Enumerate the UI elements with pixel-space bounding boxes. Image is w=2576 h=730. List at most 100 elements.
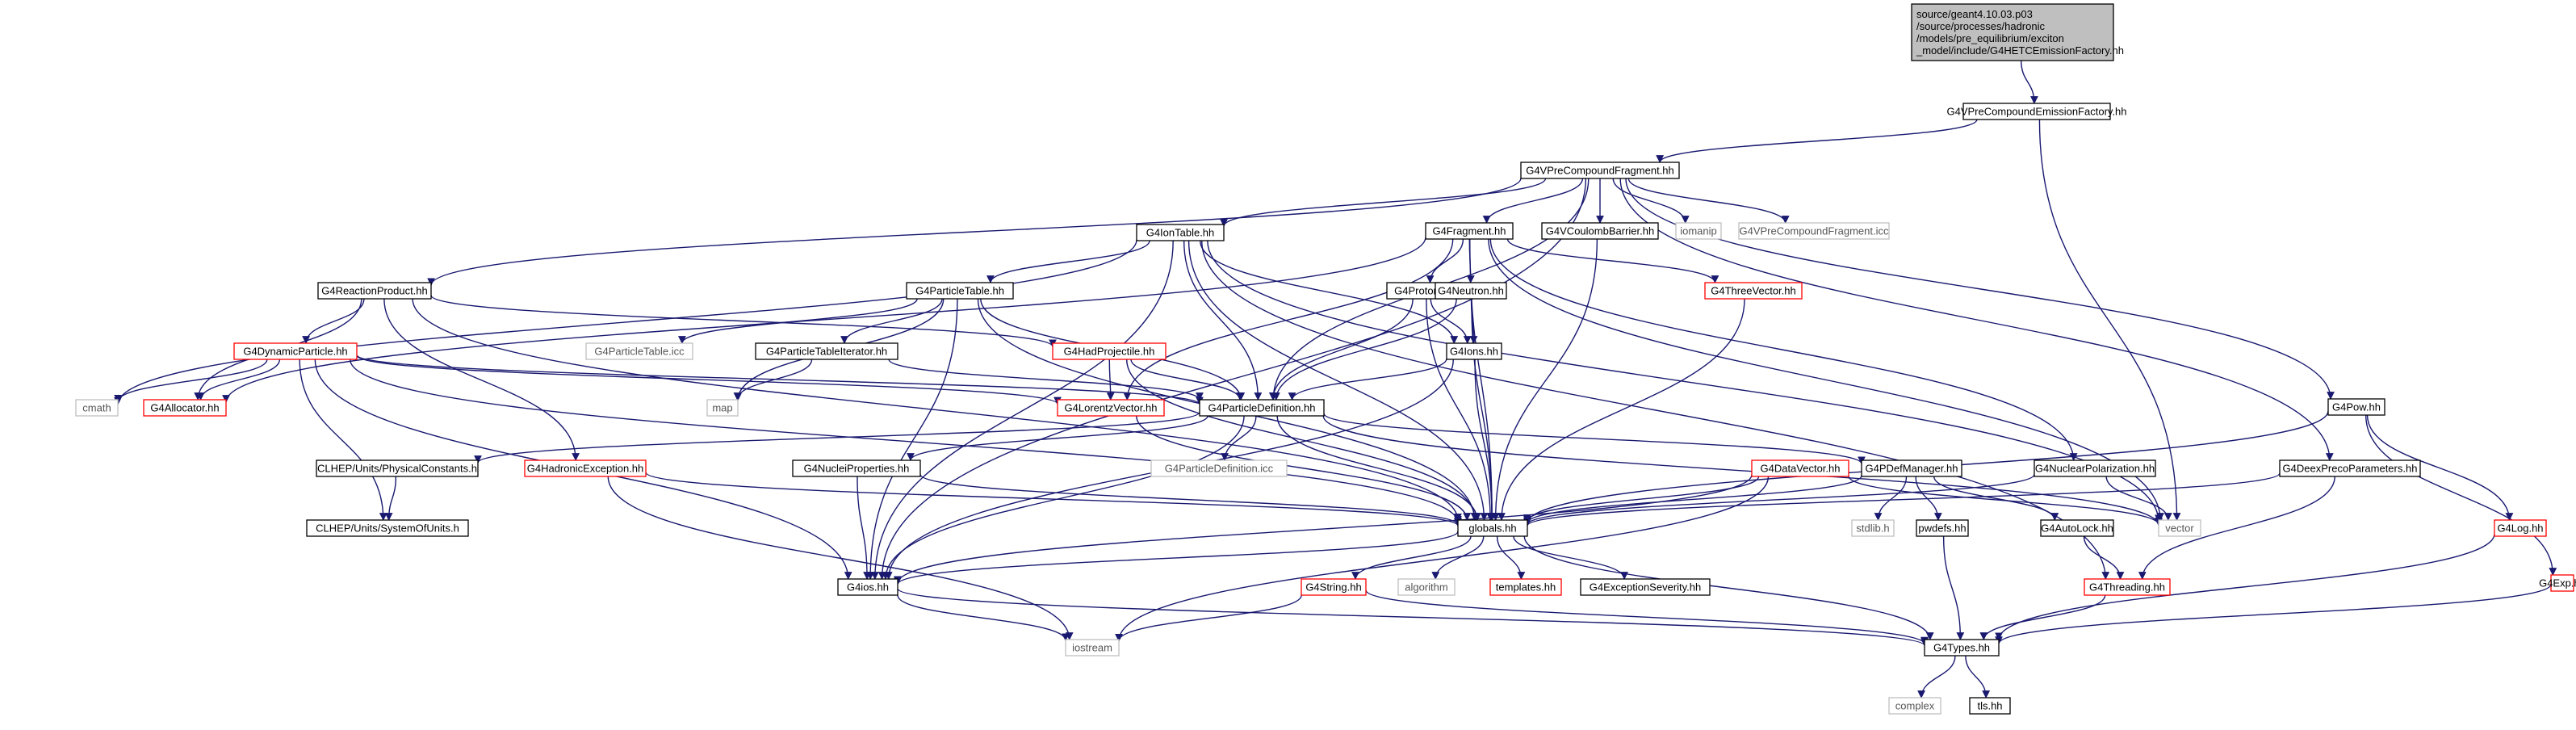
edge-pcf-to-fragment (1482, 178, 1584, 224)
file-node-pdefman[interactable]: G4PDefManager.hh (1861, 459, 1962, 477)
edge-pdef-to-vector (1322, 415, 2163, 527)
file-node-log[interactable]: G4Log.hh (2494, 519, 2547, 537)
file-nodes: source/geant4.10.03.p03/source/processes… (75, 3, 2576, 715)
file-node-ptable[interactable]: G4ParticleTable.hh (906, 282, 1014, 300)
file-node-coulomb[interactable]: G4VCoulombBarrier.hh (1541, 222, 1659, 240)
file-node-types[interactable]: G4Types.hh (1924, 639, 2000, 657)
edge-fragment-to-allocator (222, 237, 1426, 403)
file-node-complex: complex (1888, 697, 1941, 715)
edge-pwdefs-to-types (1942, 535, 1965, 640)
file-node-excsev[interactable]: G4ExceptionSeverity.hh (1580, 578, 1711, 596)
node-box (706, 399, 739, 417)
file-node-dynpart[interactable]: G4DynamicParticle.hh (233, 342, 358, 360)
node-label: G4Pow.hh (2332, 401, 2381, 413)
node-label: G4NucleiProperties.hh (804, 463, 910, 475)
edge-hadproj-to-globals (1125, 359, 1480, 521)
file-node-templates[interactable]: templates.hh (1489, 578, 1562, 596)
file-node-g4ios[interactable]: G4ios.hh (837, 578, 898, 596)
edge-proton-to-pdef (1268, 298, 1414, 401)
edge-hadproj-to-pdef (1130, 359, 1244, 401)
file-node-root[interactable]: source/geant4.10.03.p03/source/processes… (1911, 3, 2124, 61)
node-label: G4Neutron.hh (1438, 285, 1504, 297)
edge-threading-to-types (1979, 594, 2106, 640)
node-label: CLHEP/Units/PhysicalConstants.h (317, 463, 477, 475)
edge-fragment-to-threevec (1506, 238, 1719, 283)
file-node-hadproj[interactable]: G4HadProjectile.hh (1052, 342, 1167, 360)
file-node-pcef[interactable]: G4VPreCompoundEmissionFactory.hh (1946, 103, 2127, 120)
file-node-neutron[interactable]: G4Neutron.hh (1435, 282, 1507, 300)
file-node-cmath: cmath (75, 399, 119, 417)
file-node-ptiter[interactable]: G4ParticleTableIterator.hh (755, 342, 898, 360)
file-node-iontable[interactable]: G4IonTable.hh (1136, 224, 1225, 241)
file-node-allocator[interactable]: G4Allocator.hh (143, 399, 227, 417)
file-node-algorithm: algorithm (1397, 578, 1456, 596)
node-box (1150, 459, 1288, 477)
edge-dynpart-to-cmath (114, 359, 268, 403)
file-node-ions[interactable]: G4Ions.hh (1446, 342, 1502, 360)
edge-iontable-to-g4ios (870, 240, 1174, 580)
node-box (1911, 3, 2114, 61)
edge-globals-to-excsev (1513, 535, 1628, 580)
file-node-reaction[interactable]: G4ReactionProduct.hh (317, 282, 432, 300)
file-node-fragment[interactable]: G4Fragment.hh (1425, 222, 1514, 240)
file-node-nucpol[interactable]: G4NuclearPolarization.hh (2034, 459, 2156, 477)
file-node-pcficc: G4VPreCompoundFragment.icc (1738, 222, 1890, 240)
file-node-lorentz[interactable]: G4LorentzVector.hh (1057, 399, 1165, 417)
file-node-nucprop[interactable]: G4NucleiProperties.hh (792, 459, 921, 477)
dependency-edges (114, 60, 2557, 699)
node-label: G4ParticleDefinition.icc (1165, 463, 1274, 475)
node-label: G4Types.hh (1933, 642, 1990, 654)
node-label: pwdefs.hh (1918, 522, 1966, 535)
file-node-hadexc[interactable]: G4HadronicException.hh (524, 459, 647, 477)
node-box (2084, 578, 2171, 596)
edge-dynpart-to-pdef (356, 354, 1204, 405)
node-box (1888, 697, 1941, 715)
edge-threevec-to-globals (1497, 298, 1745, 521)
node-box (1580, 578, 1711, 596)
file-node-deex[interactable]: G4DeexPrecoParameters.hh (2279, 459, 2421, 477)
file-node-clhepunits[interactable]: CLHEP/Units/SystemOfUnits.h (306, 519, 469, 537)
node-box (1541, 222, 1659, 240)
file-node-pwdefs[interactable]: pwdefs.hh (1916, 519, 1969, 537)
file-node-clhepconst[interactable]: CLHEP/Units/PhysicalConstants.h (316, 459, 479, 477)
edge-types-to-complex (1917, 655, 1956, 699)
node-box (2550, 574, 2574, 592)
edge-globals-to-algorithm (1431, 535, 1485, 580)
edge-log-to-types (1995, 533, 2495, 641)
file-node-datavec[interactable]: G4DataVector.hh (1751, 459, 1849, 477)
node-label: G4Log.hh (2497, 522, 2543, 535)
file-node-threading[interactable]: G4Threading.hh (2084, 578, 2171, 596)
node-label: G4NuclearPolarization.hh (2035, 463, 2155, 475)
node-label: G4ExceptionSeverity.hh (1590, 581, 1702, 594)
file-node-tls[interactable]: tls.hh (1969, 697, 2011, 715)
node-box (1052, 342, 1167, 360)
edge-pdef-to-g4ios (882, 415, 1245, 580)
file-node-pcf[interactable]: G4VPreCompoundFragment.hh (1520, 162, 1680, 179)
node-label: G4Exp.hh (2539, 577, 2576, 589)
edge-reaction-to-hadexc (383, 298, 580, 461)
node-label: G4VPreCompoundFragment.icc (1740, 225, 1889, 237)
node-label: stdlib.h (1856, 522, 1889, 535)
node-label: G4PDefManager.hh (1866, 463, 1958, 475)
node-box (2279, 459, 2421, 477)
edge-dynpart-to-clhepunits (299, 359, 387, 521)
file-node-pow[interactable]: G4Pow.hh (2327, 398, 2385, 416)
edge-neutron-to-pdef (1271, 298, 1457, 401)
file-node-threevec[interactable]: G4ThreeVector.hh (1704, 282, 1803, 300)
file-node-globals[interactable]: globals.hh (1457, 519, 1528, 537)
file-node-exp[interactable]: G4Exp.hh (2539, 574, 2576, 592)
edge-ptable-to-ptableicc (678, 298, 918, 344)
file-node-string[interactable]: G4String.hh (1301, 578, 1367, 596)
file-node-pdef[interactable]: G4ParticleDefinition.hh (1199, 399, 1325, 417)
node-box (2040, 519, 2114, 537)
node-label: G4LorentzVector.hh (1065, 402, 1158, 414)
edge-dynpart-to-allocator (196, 359, 281, 401)
file-node-autolock[interactable]: G4AutoLock.hh (2040, 519, 2114, 537)
node-label: tls.hh (1977, 700, 2002, 712)
node-label: algorithm (1405, 581, 1447, 594)
edge-pdefman-to-autolock (1933, 476, 2059, 521)
edge-fragment-to-nucpol (1489, 238, 2078, 461)
edge-pow-to-exp (2365, 414, 2557, 576)
edge-fragment-to-proton (1426, 238, 1464, 283)
node-label: G4VCoulombBarrier.hh (1546, 225, 1654, 237)
